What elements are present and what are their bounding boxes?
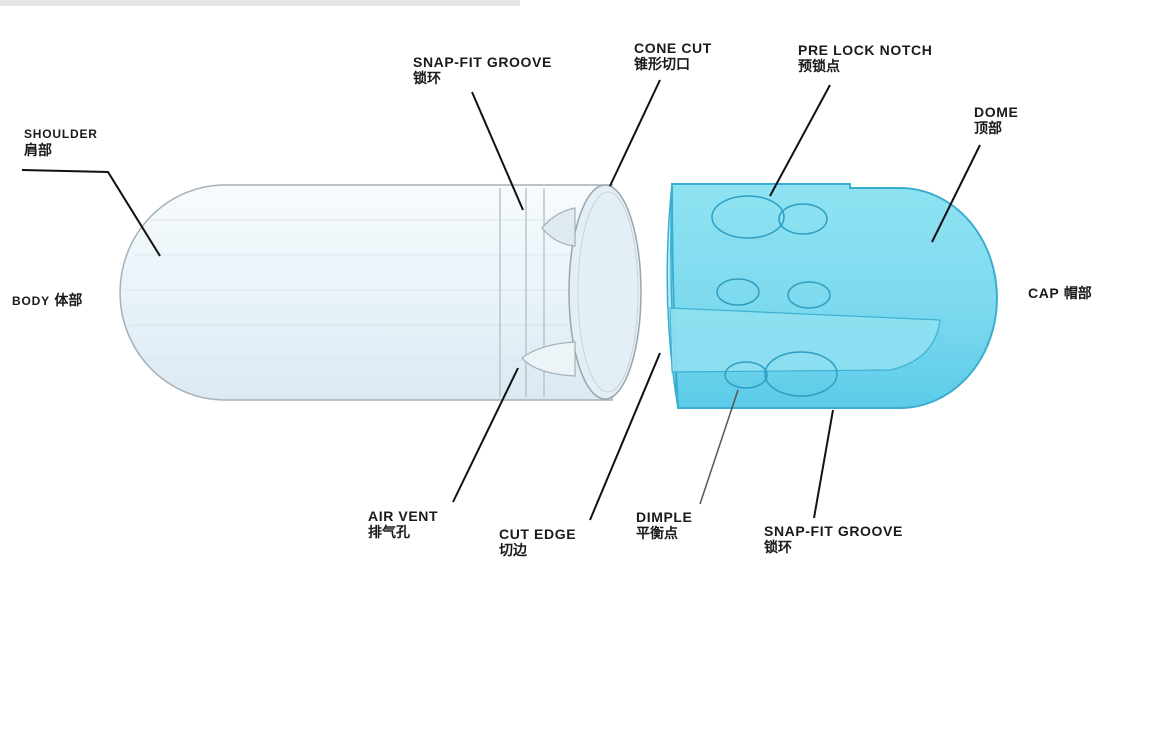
pre-lock-notch-left bbox=[711, 195, 785, 239]
label-body-en: BODY bbox=[12, 294, 50, 308]
label-cap-zh: 帽部 bbox=[1063, 285, 1092, 301]
leader-lines bbox=[21, 79, 981, 521]
label-cut-edge-zh: 切边 bbox=[499, 542, 527, 559]
leader-snap-fit-groove-top bbox=[471, 91, 524, 211]
label-cone-cut-zh: 锥形切口 bbox=[634, 56, 690, 73]
label-snap-fit-groove-bottom-en: SNAP-FIT GROOVE bbox=[764, 523, 903, 539]
label-air-vent-zh: 排气孔 bbox=[368, 524, 410, 541]
dimple-circle bbox=[724, 361, 768, 389]
body-open-end bbox=[568, 184, 642, 400]
label-cut-edge: CUT EDGE 切边 bbox=[499, 526, 576, 558]
label-pre-lock-notch-zh: 预锁点 bbox=[798, 58, 840, 75]
leader-cut-edge bbox=[589, 352, 661, 521]
capsule-cap bbox=[666, 183, 998, 409]
label-air-vent-en: AIR VENT bbox=[368, 508, 439, 524]
top-strip bbox=[0, 0, 520, 6]
label-cap: CAP 帽部 bbox=[1028, 285, 1092, 303]
leader-pre-lock-notch bbox=[769, 84, 831, 197]
leader-dome bbox=[931, 144, 981, 243]
label-air-vent: AIR VENT 排气孔 bbox=[368, 508, 438, 540]
leader-snap-fit-groove-bottom bbox=[813, 409, 834, 519]
leader-air-vent bbox=[452, 367, 519, 503]
label-pre-lock-notch: PRE LOCK NOTCH 预锁点 bbox=[798, 42, 932, 74]
label-dome-zh: 顶部 bbox=[974, 120, 1002, 137]
label-snap-fit-groove-bottom-zh: 锁环 bbox=[764, 539, 792, 556]
air-vent-shape bbox=[541, 207, 576, 247]
label-cap-en: CAP bbox=[1028, 285, 1060, 301]
snap-fit-groove-circle bbox=[764, 351, 838, 397]
capsule-body bbox=[119, 184, 642, 401]
label-shoulder-zh: 肩部 bbox=[24, 141, 52, 158]
leader-cone-cut bbox=[609, 79, 661, 187]
label-dome-en: DOME bbox=[974, 104, 1019, 120]
label-body-zh: 体部 bbox=[54, 292, 83, 308]
leader-dimple bbox=[699, 389, 739, 505]
label-dimple-en: DIMPLE bbox=[636, 509, 693, 525]
label-shoulder-en: SHOULDER bbox=[24, 127, 98, 141]
label-cone-cut-en: CONE CUT bbox=[634, 40, 712, 56]
leader-shoulder bbox=[21, 169, 161, 257]
label-cone-cut: CONE CUT 锥形切口 bbox=[634, 40, 712, 72]
label-snap-fit-groove-top-zh: 锁环 bbox=[413, 70, 441, 87]
label-body: BODY 体部 bbox=[12, 292, 82, 310]
pre-lock-notch-right bbox=[778, 203, 828, 235]
label-dimple: DIMPLE 平衡点 bbox=[636, 509, 693, 541]
label-dome: DOME 顶部 bbox=[974, 104, 1018, 136]
label-cut-edge-en: CUT EDGE bbox=[499, 526, 577, 542]
label-pre-lock-notch-en: PRE LOCK NOTCH bbox=[798, 42, 933, 58]
label-shoulder: SHOULDER 肩部 bbox=[24, 127, 98, 158]
label-snap-fit-groove-top-en: SNAP-FIT GROOVE bbox=[413, 54, 552, 70]
label-snap-fit-groove-top: SNAP-FIT GROOVE 锁环 bbox=[413, 54, 552, 86]
label-dimple-zh: 平衡点 bbox=[636, 525, 678, 542]
label-snap-fit-groove-bottom: SNAP-FIT GROOVE 锁环 bbox=[764, 523, 903, 555]
